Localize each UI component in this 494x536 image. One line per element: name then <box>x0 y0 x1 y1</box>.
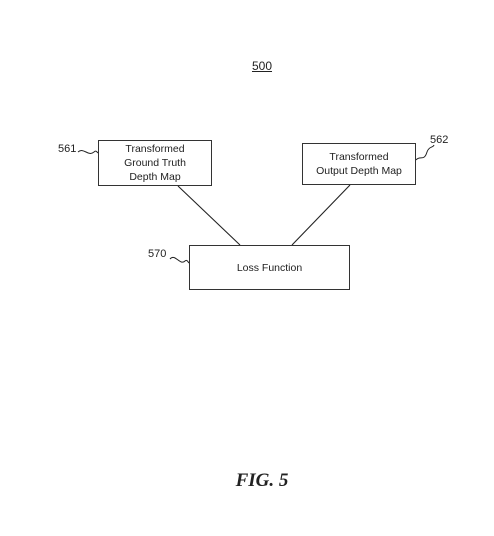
node-562-line-2: Output Depth Map <box>316 165 402 177</box>
leader-562 <box>415 144 435 161</box>
node-561-line-1: Transformed <box>125 143 185 155</box>
figure-caption: FIG. 5 <box>235 470 289 491</box>
node-loss-function: Loss Function <box>189 245 350 290</box>
ref-label-561: 561 <box>58 143 77 155</box>
node-561-line-3: Depth Map <box>129 171 181 183</box>
node-561-line-2: Ground Truth <box>124 157 186 169</box>
leader-570 <box>169 256 190 264</box>
node-570-label: Loss Function <box>236 261 303 274</box>
figure-number: 500 <box>251 59 273 73</box>
node-562-label: Transformed Output Depth Map <box>316 150 402 178</box>
ref-label-562: 562 <box>430 134 449 146</box>
node-562-line-1: Transformed <box>329 151 389 163</box>
leader-561 <box>77 150 99 154</box>
node-transformed-output-depth-map: Transformed Output Depth Map <box>302 143 416 185</box>
node-561-label: Transformed Ground Truth Depth Map <box>124 142 186 184</box>
ref-label-570: 570 <box>148 248 167 260</box>
node-transformed-ground-truth-depth-map: Transformed Ground Truth Depth Map <box>98 140 212 186</box>
edge-562-to-570 <box>291 184 351 246</box>
edge-561-to-570 <box>177 185 241 246</box>
